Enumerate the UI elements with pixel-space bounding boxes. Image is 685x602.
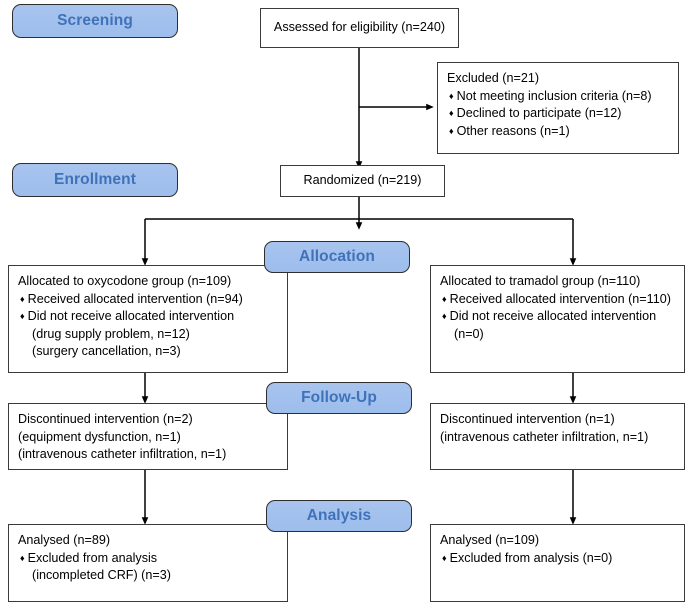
box-excluded: Excluded (n=21) ♦Not meeting inclusion c… bbox=[437, 62, 679, 154]
box-followup-tramadol: Discontinued intervention (n=1) (intrave… bbox=[430, 403, 685, 470]
box-randomized: Randomized (n=219) bbox=[280, 165, 445, 197]
analysis-right-heading: Analysed (n=109) bbox=[440, 533, 540, 547]
box-analysis-oxycodone: Analysed (n=89) ♦Excluded from analysis … bbox=[8, 524, 288, 602]
stage-pill-allocation: Allocation bbox=[264, 241, 410, 273]
stage-pill-screening: Screening bbox=[12, 4, 178, 38]
box-analysis-tramadol: Analysed (n=109) ♦Excluded from analysis… bbox=[430, 524, 685, 602]
assessed-text: Assessed for eligibility (n=240) bbox=[273, 20, 446, 35]
analysis-right-item: ♦Excluded from analysis (n=0) bbox=[442, 550, 613, 565]
alloc-right-heading: Allocated to tramadol group (n=110) bbox=[440, 274, 641, 288]
excluded-item: ♦Not meeting inclusion criteria (n=8) bbox=[449, 88, 652, 103]
alloc-left-item: ♦Received allocated intervention (n=94) bbox=[20, 291, 243, 306]
randomized-text: Randomized (n=219) bbox=[303, 173, 422, 188]
bullet-icon: ♦ bbox=[449, 125, 454, 136]
alloc-left-heading: Allocated to oxycodone group (n=109) bbox=[18, 274, 232, 288]
followup-right-detail: (intravenous catheter infiltration, n=1) bbox=[440, 429, 649, 444]
bullet-icon: ♦ bbox=[20, 552, 25, 563]
bullet-icon: ♦ bbox=[20, 293, 25, 304]
stage-pill-followup: Follow-Up bbox=[266, 382, 412, 414]
excluded-item: ♦Other reasons (n=1) bbox=[449, 123, 570, 138]
stage-pill-enrollment: Enrollment bbox=[12, 163, 178, 197]
alloc-right-detail: (n=0) bbox=[454, 326, 484, 341]
followup-right-heading: Discontinued intervention (n=1) bbox=[440, 412, 615, 426]
alloc-left-item: ♦Did not receive allocated intervention bbox=[20, 309, 235, 323]
followup-left-detail: (intravenous catheter infiltration, n=1) bbox=[18, 447, 227, 461]
excluded-heading: Excluded (n=21) bbox=[447, 71, 540, 85]
bullet-icon: ♦ bbox=[20, 311, 25, 321]
bullet-icon: ♦ bbox=[442, 293, 447, 304]
bullet-icon: ♦ bbox=[442, 311, 447, 321]
alloc-left-detail: (drug supply problem, n=12) bbox=[32, 326, 190, 341]
box-assessed-for-eligibility: Assessed for eligibility (n=240) bbox=[260, 8, 459, 48]
alloc-left-detail: (surgery cancellation, n=3) bbox=[32, 344, 181, 358]
box-followup-oxycodone: Discontinued intervention (n=2) (equipme… bbox=[8, 403, 288, 470]
box-allocation-oxycodone: Allocated to oxycodone group (n=109) ♦Re… bbox=[8, 265, 288, 373]
stage-pill-analysis: Analysis bbox=[266, 500, 412, 532]
excluded-item: ♦Declined to participate (n=12) bbox=[449, 106, 622, 120]
analysis-left-detail: (incompleted CRF) (n=3) bbox=[32, 568, 171, 582]
alloc-right-item: ♦Did not receive allocated intervention bbox=[442, 309, 657, 323]
followup-left-detail: (equipment dysfunction, n=1) bbox=[18, 429, 181, 444]
box-allocation-tramadol: Allocated to tramadol group (n=110) ♦Rec… bbox=[430, 265, 685, 373]
bullet-icon: ♦ bbox=[449, 90, 454, 101]
alloc-right-item: ♦Received allocated intervention (n=110) bbox=[442, 291, 671, 306]
analysis-left-heading: Analysed (n=89) bbox=[18, 533, 111, 547]
bullet-icon: ♦ bbox=[449, 108, 454, 118]
followup-left-heading: Discontinued intervention (n=2) bbox=[18, 412, 193, 426]
analysis-left-item: ♦Excluded from analysis bbox=[20, 550, 158, 565]
bullet-icon: ♦ bbox=[442, 552, 447, 563]
